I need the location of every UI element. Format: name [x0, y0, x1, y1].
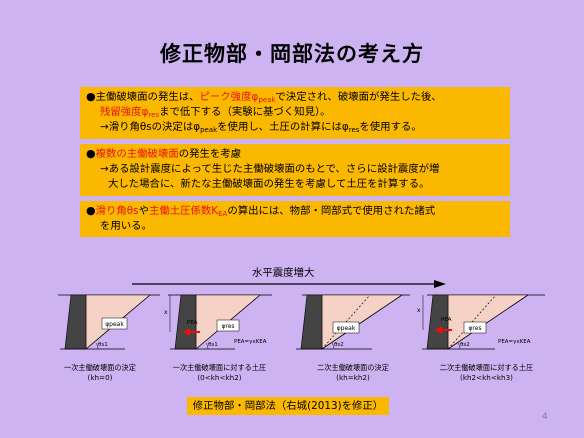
diagram-4-pressure-formula: PEA=γxKEA [498, 339, 531, 345]
diagram-2-phi-label: φres [221, 323, 234, 330]
diagram-2: PEA φres θs1 PEA=γxKEA [168, 294, 272, 350]
bullet-icon: ● [86, 90, 96, 103]
diagram-4-phi-label: φres [468, 325, 481, 332]
page-number: 4 [542, 412, 548, 422]
footer-reference: 修正物部・岡部法（右城(2013)を修正） [187, 397, 389, 415]
seismic-increase-arrow [132, 280, 446, 288]
wall-1 [64, 294, 87, 350]
caption-2: 一次主働破壊面に対する土圧 (0<kh<kh2) [172, 363, 267, 382]
diagram-1-phi-label: φpeak [105, 321, 124, 328]
bullet-icon: ● [86, 204, 96, 217]
depth-marker-x: x x [164, 295, 424, 332]
caption-1: 一次主働破壊面の決定 (kh=0) [64, 363, 136, 382]
diagram-3-phi-label: φpeak [337, 325, 356, 332]
bullet-box-multiple-failure: ●複数の主働破壊面の発生を考慮 →ある設計震度によって生じた主働破壊面のもとで、… [80, 144, 510, 196]
bullet-icon: ● [86, 147, 96, 160]
caption-4: 二次主働破壊面に対する土圧 (kh2<kh<kh3) [439, 363, 534, 382]
earth-pressure-arrow [183, 328, 190, 336]
slide-title: 修正物部・岡部法の考え方 [160, 42, 424, 66]
diagram-4-pea-label: PEA [441, 317, 452, 323]
diagram-4: PEA φres θs2 PEA=γxKEA [422, 294, 545, 350]
diagram-2-pea-label: PEA [187, 320, 198, 326]
diagram-2-pressure-formula: PEA=γxKEA [234, 339, 267, 345]
diagram-3-theta-label: θs2 [334, 342, 344, 348]
wall-3 [300, 294, 323, 350]
svg-text:x: x [417, 307, 421, 314]
diagram-3: φpeak θs2 [296, 294, 410, 350]
diagram-2-theta-label: θs1 [208, 342, 218, 348]
caption-3: 二次主働破壊面の決定 (kh=kh2) [317, 363, 389, 382]
earth-pressure-arrow [435, 326, 442, 334]
seismic-increase-label: 水平震度増大 [252, 267, 315, 279]
bullet-box-formulas: ●滑り角θsや主働土圧係数KEAの算出には、物部・岡部式で使用された諸式 を用い… [80, 201, 510, 237]
diagram-1: φpeak θs1 [58, 294, 160, 350]
svg-text:x: x [164, 309, 168, 316]
diagram-1-theta-label: θs1 [98, 342, 108, 348]
bullet-box-peak-residual: ●主働破壊面の発生は、ピーク強度φpeakで決定され、破壊面が発生した後、 残留… [80, 87, 510, 139]
diagram-4-theta-label: θs2 [460, 342, 470, 348]
retaining-wall-diagrams: φpeak θs1 PEA φres θs1 PEA=γxKEA [58, 294, 545, 350]
